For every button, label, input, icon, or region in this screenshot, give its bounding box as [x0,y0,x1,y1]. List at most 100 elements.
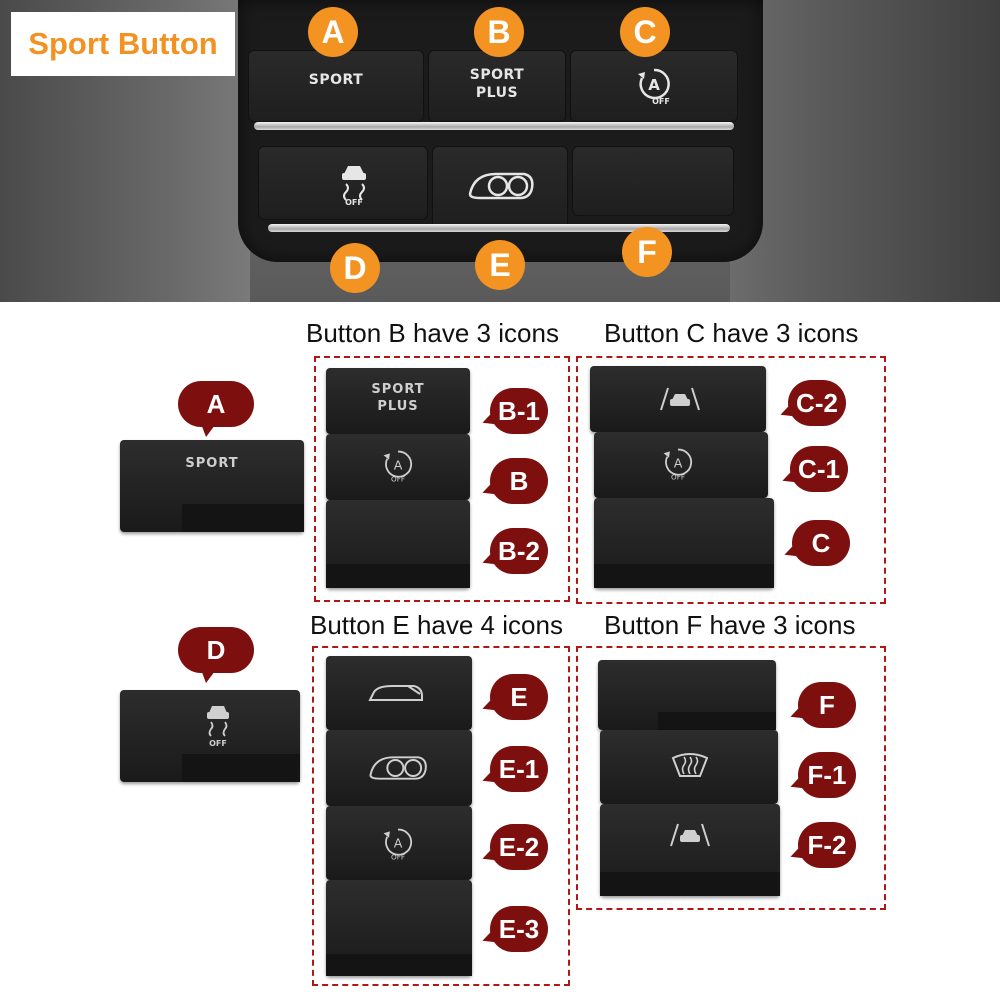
tag-e3-label: E-3 [498,914,540,944]
tag-e2-label: E-2 [498,832,540,862]
tag-d-tail [200,667,218,683]
cap-e2-sub: OFF [391,852,405,861]
marker-e: E [475,240,525,290]
tag-e3: E-3 [479,906,548,952]
cap-e1-exhaust [326,730,472,806]
tag-f1: F-1 [787,752,856,798]
tag-b2: B-2 [479,528,548,574]
heading-button-b: Button B have 3 icons [306,318,559,348]
marker-d: D [330,243,380,293]
cap-c1-letter: A [674,456,683,471]
tag-b2-label: B-2 [498,536,540,566]
marker-b: B [474,7,524,57]
photo-button-traction-off: OFF [258,146,428,220]
cap-c-step [594,564,774,588]
tag-f2-label: F-2 [807,830,847,860]
tag-c1: C-1 [779,446,848,492]
cap-c2-lane-assist-icon [660,387,700,411]
cap-f-step [658,712,776,730]
cap-d-traction-icon: OFF [207,706,229,748]
marker-a: A [308,7,358,57]
tag-b1: B-1 [479,388,548,434]
cap-e3-step [326,954,472,976]
tag-f1-label: F-1 [807,760,847,790]
cap-c-blank [594,498,774,588]
photo-auto-sub: OFF [652,97,670,106]
cap-b-auto-icon: A OFF [383,450,413,483]
cap-f-blank [598,660,776,730]
tag-e1: E-1 [479,746,548,792]
tag-c2: C-2 [777,380,846,426]
photo-sport-plus-line1: SPORT [469,67,525,83]
photo-button-exhaust [432,146,568,230]
cap-f1-windshield [600,730,778,804]
group-f-box [576,646,886,910]
cap-a-sport: SPORT [120,440,304,532]
photo-traction-sub: OFF [345,198,363,206]
tag-b1-label: B-1 [498,396,540,426]
chrome-strip-top [254,122,734,130]
heading-button-e: Button E have 4 icons [310,610,563,640]
group-b-box [314,356,570,602]
cap-d-sub: OFF [209,739,227,748]
tag-c1-label: C-1 [798,454,840,484]
photo-auto-letter: A [648,76,660,94]
tag-d: D [178,627,254,687]
tag-a-bubble [178,381,254,427]
sport-exhaust-icon [468,172,534,200]
tag-e: E [479,674,548,720]
tag-a: A [178,381,254,441]
cap-e3-blank [326,880,472,976]
cap-e2-letter: A [394,836,403,851]
group-e-box [312,646,570,986]
cap-e1-exhaust-icon [369,756,427,780]
cap-c1-auto-icon: A OFF [663,448,693,481]
cap-b2-blank [326,500,470,588]
tag-f-label: F [819,690,835,720]
cap-a-label: SPORT [185,456,239,471]
photo-sport-label: SPORT [308,72,364,88]
marker-f: F [622,227,672,277]
photo-button-auto-off: A OFF [570,50,738,122]
tag-f2: F-2 [787,822,856,868]
chrome-strip-bottom [268,224,730,232]
cap-f2-lane-assist-icon [670,823,710,847]
cap-e2-auto-icon: A OFF [383,828,413,861]
cap-f1-windshield-heat-icon [671,753,709,777]
cap-c1-auto-off: A OFF [594,432,768,498]
cap-e2-auto-off: A OFF [326,806,472,880]
cap-b1-line1: SPORT [371,382,425,397]
tag-d-label: D [206,635,226,665]
tag-d-bubble [178,627,254,673]
tag-c: C [781,520,850,566]
cap-b1-line2: PLUS [377,399,419,414]
photo-sport-plus-line2: PLUS [475,85,519,101]
cap-b-letter: A [394,458,403,473]
tag-a-tail [200,421,218,437]
cap-d-step [182,754,300,782]
traction-control-icon: OFF [342,166,366,206]
cap-b-sub: OFF [391,474,405,483]
tag-e2: E-2 [479,824,548,870]
photo-button-sport: SPORT [248,50,424,122]
page-title: Sport Button [28,26,218,61]
cap-e-tailgate-icon [368,685,423,701]
photo-button-sport-plus: SPORT PLUS [428,50,566,122]
cap-b1-sport-plus: SPORT PLUS [326,368,470,434]
tag-a-label: A [206,389,226,419]
tag-c2-label: C-2 [796,388,838,418]
photo-button-blank [572,146,734,216]
tag-e1-label: E-1 [498,754,540,784]
tag-b: B [479,458,548,504]
tag-f: F [787,682,856,728]
cap-b-auto-off: A OFF [326,434,470,500]
cap-a-step [182,504,304,532]
cap-c1-sub: OFF [671,472,685,481]
cap-b2-step [326,564,470,588]
tag-b-label: B [509,466,529,496]
tag-c-label: C [811,528,831,558]
cap-f2-step [600,872,780,896]
console-trim-right [730,0,1000,302]
cap-f2-lane [600,804,780,896]
auto-start-stop-icon: A OFF [638,68,670,106]
